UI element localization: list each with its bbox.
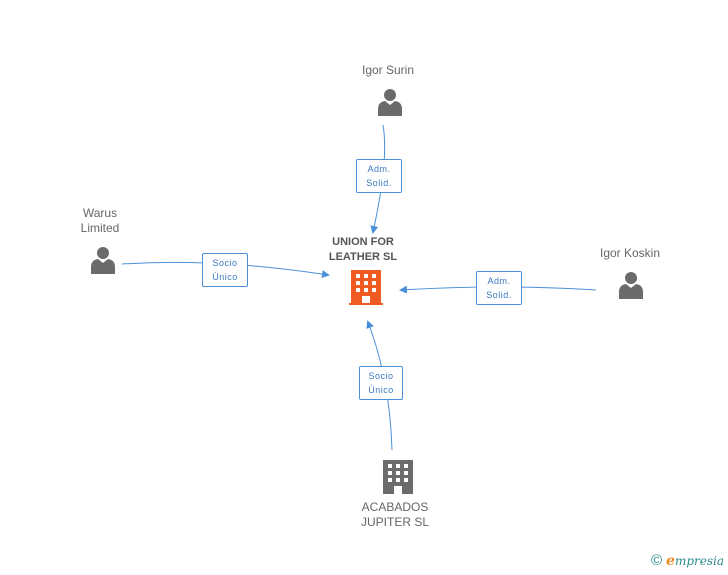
edge-label-top: Adm. Solid.: [356, 159, 402, 193]
edge-label-left: Socio Único: [202, 253, 248, 287]
node-label-bottom[interactable]: ACABADOS JUPITER SL: [360, 500, 429, 529]
node-label-left[interactable]: Warus Limited: [80, 206, 120, 235]
node-label-top[interactable]: Igor Surin: [361, 63, 415, 77]
person-icon[interactable]: [91, 247, 115, 274]
empresia-logo: © empresia: [651, 552, 724, 569]
brand-name: empresia: [666, 552, 724, 569]
building-icon[interactable]: [349, 270, 383, 305]
edge-label-right: Adm. Solid.: [476, 271, 522, 305]
person-icon[interactable]: [619, 272, 643, 299]
building-icon[interactable]: [383, 460, 413, 494]
node-label-center[interactable]: UNION FOR LEATHER SL: [328, 236, 398, 263]
person-icon[interactable]: [378, 89, 402, 116]
node-label-right[interactable]: Igor Koskin: [599, 246, 661, 260]
edge-label-bottom: Socio Único: [359, 366, 403, 400]
copyright-symbol: ©: [650, 552, 663, 569]
